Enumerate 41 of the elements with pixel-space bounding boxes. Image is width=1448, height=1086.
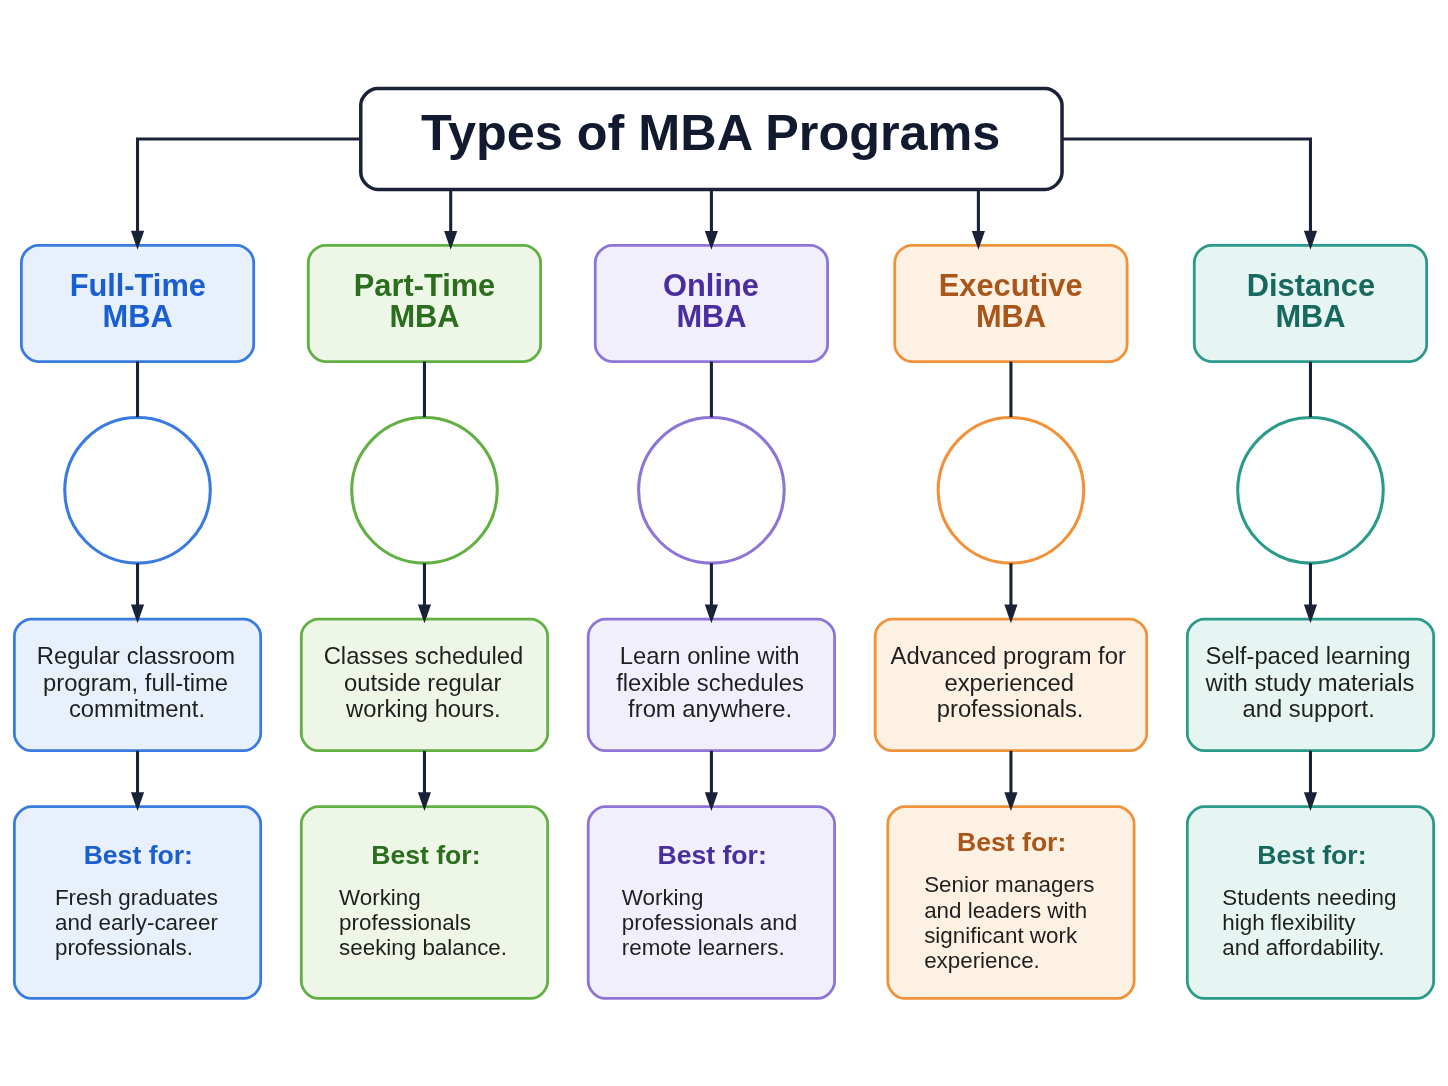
arrow bbox=[130, 136, 361, 250]
node-box: Classes scheduled outside regular working hours. bbox=[299, 617, 550, 752]
connector bbox=[136, 361, 140, 417]
arrow bbox=[1303, 750, 1318, 811]
arrow bbox=[1303, 562, 1318, 623]
node-box: Best for: Senior managers and leaders with significant work experience. bbox=[886, 804, 1136, 1000]
arrow bbox=[1004, 562, 1018, 623]
arrow bbox=[130, 562, 145, 623]
node-box: Regular classroom program, full-time commitment. bbox=[12, 617, 263, 752]
node-circle bbox=[637, 415, 786, 565]
node-box: Part-Time MBA bbox=[306, 243, 543, 363]
node-box: Full-Time MBA bbox=[19, 243, 256, 363]
arrow bbox=[704, 562, 718, 623]
arrow bbox=[1004, 750, 1018, 811]
connector bbox=[422, 361, 426, 417]
node-box: Advanced program for experienced professionals. bbox=[873, 617, 1149, 752]
arrow bbox=[444, 189, 458, 250]
node-circle bbox=[350, 415, 499, 565]
node-box: Best for: Working professionals seeking balance. bbox=[299, 804, 550, 1000]
node-box: Best for: Working professionals and remote learners. bbox=[586, 804, 836, 1000]
node-circle bbox=[936, 415, 1086, 565]
node-box: Online MBA bbox=[593, 243, 829, 363]
arrow bbox=[704, 750, 718, 811]
node-box: Executive MBA bbox=[893, 243, 1129, 363]
connector bbox=[1009, 361, 1013, 417]
arrow bbox=[130, 750, 145, 811]
node-box: Self-paced learning with study materials and support. bbox=[1185, 617, 1436, 752]
node-box: Best for: Students needing high flexibility and affordability. bbox=[1185, 804, 1436, 1000]
connector bbox=[709, 361, 713, 417]
arrow bbox=[971, 189, 985, 250]
node-box: Distance MBA bbox=[1192, 243, 1429, 363]
node-box: Best for: Fresh graduates and early-career professionals. bbox=[12, 804, 263, 1000]
arrow bbox=[1062, 136, 1318, 250]
node-box: Learn online with flexible schedules from anywhere. bbox=[586, 617, 836, 752]
connector bbox=[1308, 361, 1312, 417]
node-circle bbox=[1236, 415, 1385, 565]
node-circle bbox=[63, 415, 212, 565]
arrow bbox=[704, 189, 718, 250]
arrow bbox=[417, 750, 432, 811]
arrow bbox=[417, 562, 432, 623]
node-box: Types of MBA Programs bbox=[359, 86, 1064, 191]
